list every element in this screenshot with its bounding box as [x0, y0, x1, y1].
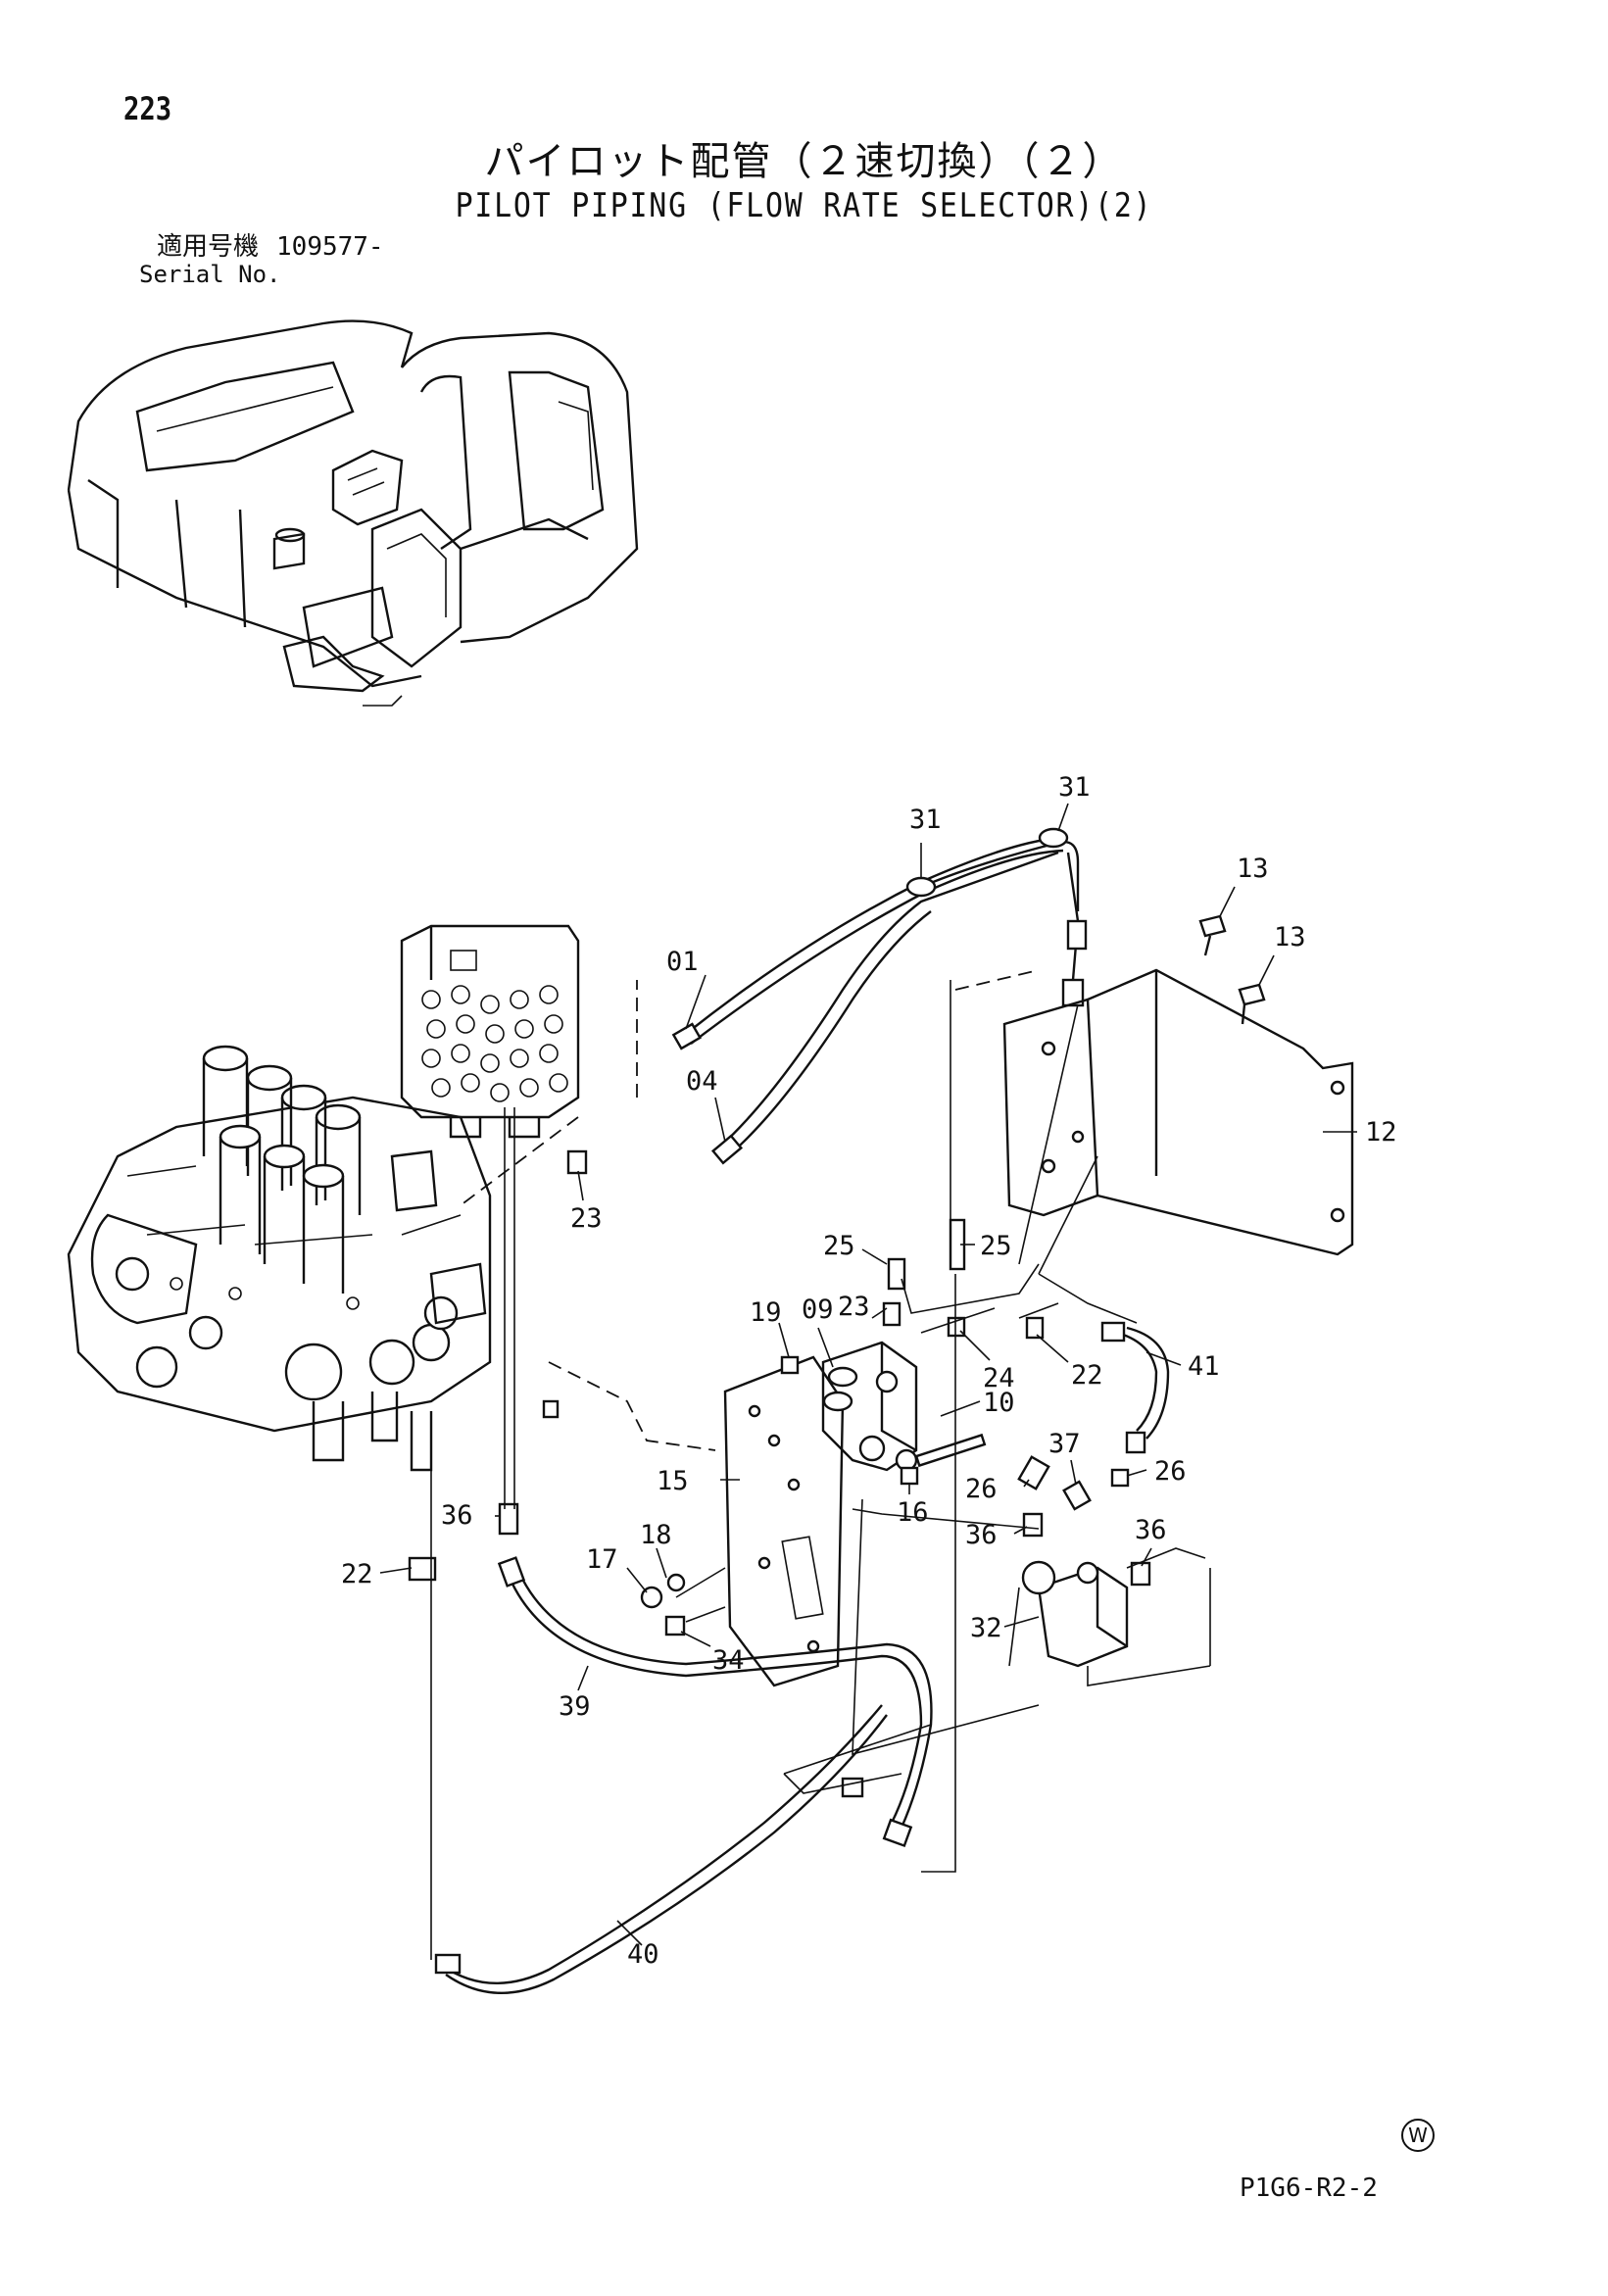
callout-32: 32: [970, 1613, 1002, 1643]
drawing-code: P1G6-R2-2: [1240, 2174, 1378, 2203]
callout-40: 40: [627, 1939, 659, 1970]
callout-41: 41: [1188, 1351, 1220, 1382]
callout-31-a: 31: [909, 805, 942, 835]
callout-19: 19: [750, 1297, 782, 1328]
callout-12: 12: [1365, 1117, 1397, 1148]
callout-16: 16: [897, 1497, 929, 1528]
callout-39: 39: [559, 1691, 591, 1722]
callout-15: 15: [657, 1466, 689, 1496]
watermark-mark: W: [1401, 2119, 1435, 2152]
watermark-w-icon: W: [1401, 2119, 1435, 2152]
block-32: [1021, 1560, 1129, 1668]
callout-36-c: 36: [441, 1500, 473, 1531]
callout-25-b: 25: [980, 1231, 1012, 1261]
title-english: PILOT PIPING (FLOW RATE SELECTOR)(2): [455, 186, 1153, 225]
excavator-overview: [67, 319, 639, 707]
callout-23-b: 23: [838, 1292, 870, 1322]
callout-09: 09: [802, 1295, 834, 1325]
fittings: [408, 1149, 1151, 1798]
callout-23-a: 23: [570, 1203, 603, 1234]
callout-18: 18: [640, 1520, 672, 1550]
callout-13-a: 13: [1237, 854, 1269, 884]
callout-26-b: 26: [1154, 1456, 1187, 1487]
callout-34: 34: [712, 1645, 745, 1676]
hoses: [434, 827, 1170, 1994]
callout-37: 37: [1048, 1429, 1081, 1459]
plate-15: [723, 1355, 845, 1687]
callout-01: 01: [666, 947, 699, 977]
control-valve: [67, 1045, 492, 1472]
callout-36-b: 36: [1135, 1515, 1167, 1545]
selector-valve-09: [821, 1341, 918, 1472]
callout-10: 10: [983, 1388, 1015, 1418]
serial-label-en: Serial No.: [139, 261, 281, 288]
routing-lines: [401, 969, 1211, 1960]
serial-info: 適用号機 109577- Serial No.: [139, 232, 384, 288]
serial-value: 109577-: [276, 232, 384, 262]
callout-labels: 31 31 13 13 01 04 12 23 25 25 19 09 23 2…: [341, 772, 1397, 1970]
callout-22-b: 22: [341, 1559, 373, 1589]
page-number: 223: [123, 90, 172, 127]
callout-17: 17: [586, 1544, 618, 1575]
pilot-manifold: [400, 924, 580, 1139]
callout-24: 24: [983, 1363, 1015, 1393]
serial-label-ja: 適用号機: [157, 232, 260, 262]
callout-36-a: 36: [965, 1520, 998, 1550]
title-japanese: パイロット配管（２速切換）（２）: [484, 139, 1124, 184]
leader-lines: [379, 803, 1357, 1946]
bracket-12: [1002, 968, 1354, 1256]
callout-31-b: 31: [1058, 772, 1091, 803]
callout-26-a: 26: [965, 1474, 998, 1504]
callout-04: 04: [686, 1066, 718, 1097]
callout-25-a: 25: [823, 1231, 855, 1261]
callout-13-b: 13: [1274, 922, 1306, 953]
bolts-13: [1198, 914, 1266, 1025]
callout-22-a: 22: [1071, 1360, 1103, 1391]
